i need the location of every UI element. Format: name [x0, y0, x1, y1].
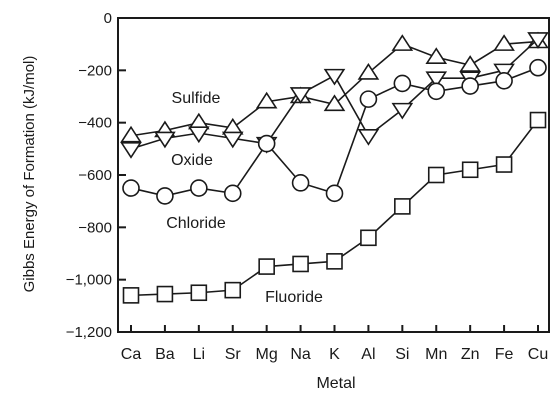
data-point-oxide	[357, 129, 380, 146]
x-tick-label: K	[329, 346, 340, 363]
data-point-oxide	[120, 142, 142, 159]
series-fluoride	[122, 111, 547, 304]
series-label-fluoride: Fluoride	[265, 289, 323, 306]
x-tick-label: Al	[361, 346, 375, 363]
y-tick-label: −800	[78, 219, 112, 236]
series-sulfide	[120, 31, 549, 143]
data-point-chloride	[393, 74, 412, 93]
y-tick-label: −200	[78, 62, 112, 79]
data-point-fluoride	[326, 253, 343, 270]
data-point-chloride	[461, 77, 479, 95]
data-point-sulfide	[255, 91, 278, 109]
data-point-sulfide	[391, 34, 414, 51]
data-point-chloride	[495, 72, 513, 90]
data-point-sulfide	[493, 34, 515, 51]
x-tick-label: Ba	[155, 346, 175, 363]
x-tick-label: Na	[290, 346, 311, 363]
data-point-chloride	[427, 82, 446, 101]
y-tick-label: −1,200	[66, 324, 112, 341]
data-point-chloride	[325, 184, 344, 203]
data-point-fluoride	[156, 285, 174, 303]
series-label-sulfide: Sulfide	[172, 90, 221, 107]
data-point-sulfide	[459, 55, 481, 72]
x-tick-label: Ca	[121, 346, 142, 363]
data-point-oxide	[221, 131, 244, 149]
x-tick-label: Si	[395, 346, 409, 363]
data-point-oxide	[493, 63, 515, 81]
data-point-chloride	[529, 58, 547, 77]
data-point-fluoride	[394, 198, 411, 215]
x-tick-label: Zn	[461, 346, 480, 363]
plot-frame	[117, 17, 550, 333]
x-tick-label: Mg	[256, 346, 278, 363]
data-point-fluoride	[360, 229, 377, 247]
data-point-fluoride	[122, 287, 140, 304]
data-point-fluoride	[461, 161, 479, 179]
x-tick-label: Sr	[225, 346, 242, 363]
data-point-oxide	[154, 131, 176, 149]
data-point-fluoride	[190, 284, 208, 302]
data-point-oxide	[391, 102, 414, 120]
data-point-chloride	[257, 134, 276, 153]
data-point-chloride	[156, 187, 174, 205]
data-point-fluoride	[495, 156, 513, 173]
data-point-fluoride	[292, 255, 309, 273]
y-tick-label: −400	[78, 115, 112, 132]
x-tick-label: Mn	[425, 346, 447, 363]
data-point-fluoride	[427, 166, 445, 184]
x-tick-label: Fe	[495, 346, 514, 363]
data-point-sulfide	[120, 125, 142, 143]
data-point-oxide	[323, 68, 346, 86]
data-point-sulfide	[323, 94, 346, 112]
label-layer: Gibbs Energy of Formation (kJ/mol) Metal…	[21, 56, 356, 392]
series-layer	[120, 31, 549, 304]
data-point-oxide	[188, 126, 210, 144]
data-point-chloride	[291, 174, 310, 192]
data-point-oxide	[425, 71, 448, 89]
y-axis-title: Gibbs Energy of Formation (kJ/mol)	[21, 56, 38, 293]
y-tick-label: −600	[78, 167, 112, 184]
x-tick-label: Li	[193, 346, 205, 363]
series-label-chloride: Chloride	[166, 215, 226, 232]
x-axis-title: Metal	[316, 375, 355, 392]
data-point-oxide	[289, 87, 312, 104]
data-point-sulfide	[425, 47, 448, 65]
data-point-fluoride	[529, 111, 547, 129]
data-point-fluoride	[224, 281, 242, 299]
y-tick-label: 0	[104, 10, 112, 27]
data-point-chloride	[359, 90, 378, 108]
data-point-sulfide	[357, 62, 380, 80]
x-tick-label: Cu	[528, 346, 548, 363]
data-point-oxide	[527, 32, 549, 49]
series-label-oxide: Oxide	[171, 152, 213, 169]
data-point-chloride	[223, 184, 242, 203]
data-point-chloride	[122, 179, 140, 197]
data-point-fluoride	[258, 258, 275, 275]
y-tick-label: −1,000	[66, 272, 112, 289]
series-chloride	[122, 58, 547, 205]
data-point-chloride	[190, 179, 208, 197]
